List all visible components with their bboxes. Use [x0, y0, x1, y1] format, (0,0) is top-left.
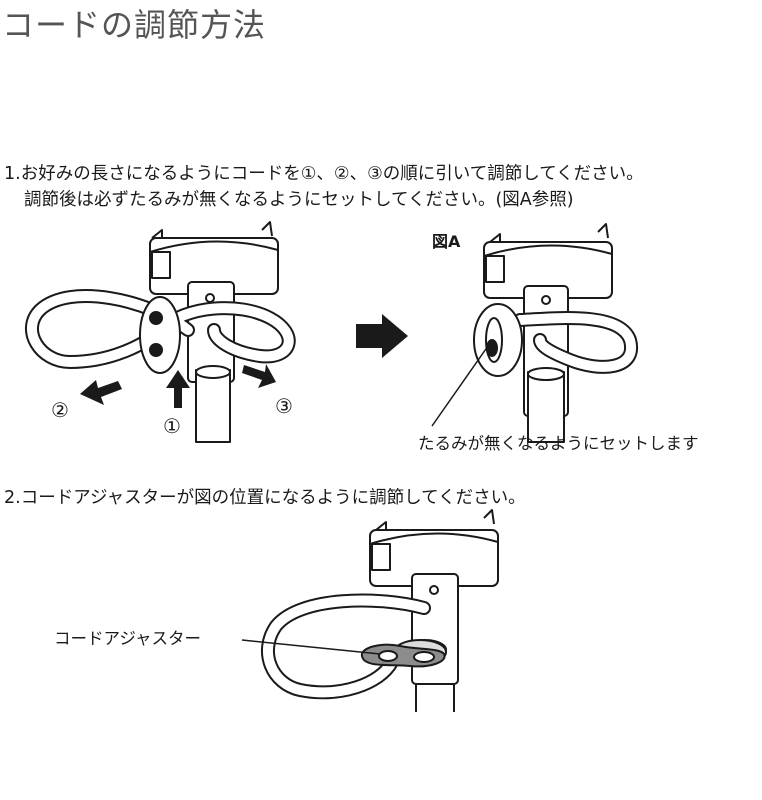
arrow-left-2: [80, 380, 122, 405]
slack-note: たるみが無くなるようにセットします: [418, 434, 699, 453]
cord-tube: [195, 369, 231, 443]
arrow-right-3: [242, 364, 276, 388]
step2-line: 2.コードアジャスターが図の位置になるように調節してください。: [4, 488, 526, 508]
next-arrow: [356, 314, 408, 358]
figureA-illustration: [473, 223, 639, 443]
arrow-up-1: [166, 370, 190, 408]
step1-line1: 1.お好みの長さになるようにコードを①、②、③の順に引いて調節してください。: [4, 164, 644, 184]
step1-line2: 調節後は必ずたるみが無くなるようにセットしてください。(図A参照): [24, 190, 574, 210]
note-leader-line: [431, 345, 489, 427]
page-title: コードの調節方法: [2, 6, 267, 44]
marker-2: ②: [51, 398, 69, 422]
adjuster-leader-line: [241, 639, 381, 655]
figure-a-label: 図A: [432, 232, 461, 251]
pull-arrows: [80, 364, 276, 408]
cord-adjuster-label: コードアジャスター: [54, 629, 202, 648]
marker-1: ①: [163, 414, 181, 438]
plug-box-a: [483, 223, 613, 299]
figure1-illustration: [25, 221, 296, 443]
adjuster-plate: [139, 296, 181, 374]
marker-3: ③: [275, 394, 293, 418]
figure2-illustration: [260, 509, 499, 712]
